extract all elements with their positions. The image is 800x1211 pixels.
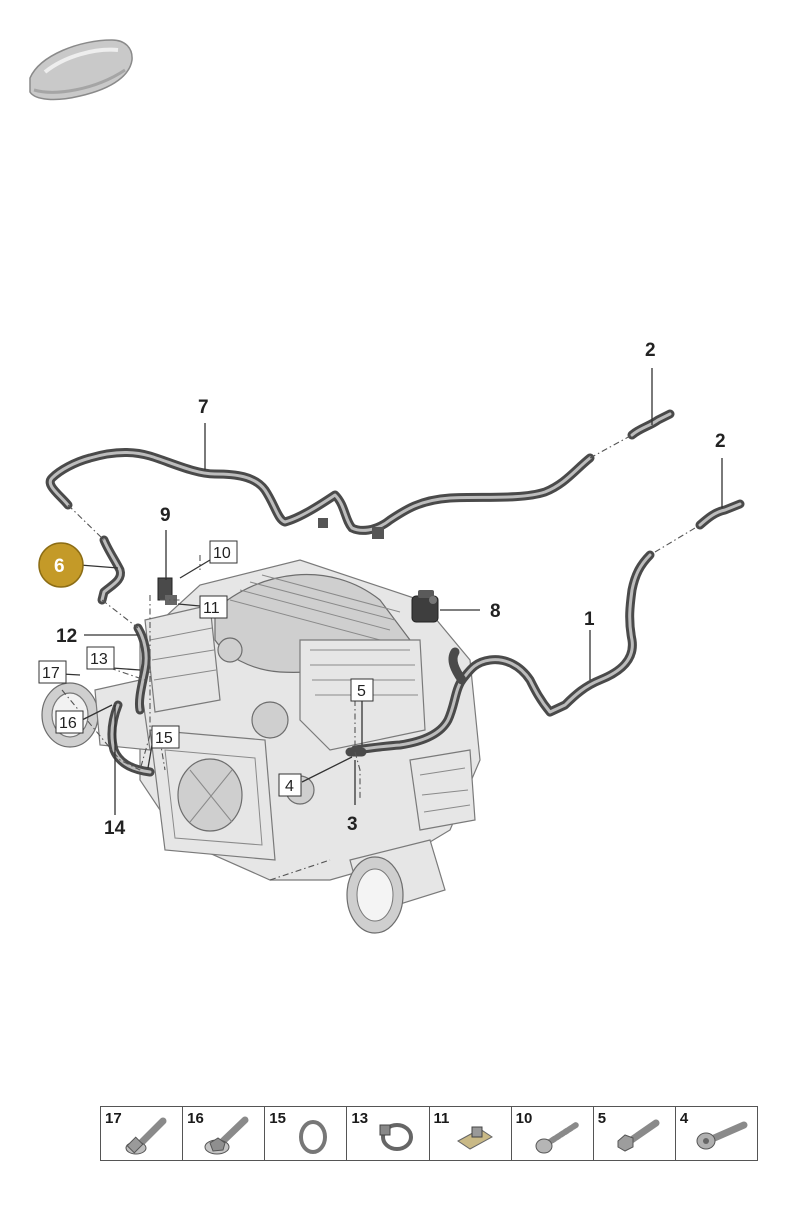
- fastener-legend-table: 17 16 15 13 11 10: [100, 1106, 758, 1161]
- svg-text:4: 4: [285, 778, 294, 795]
- svg-text:11: 11: [203, 600, 220, 617]
- svg-text:7: 7: [198, 397, 209, 418]
- svg-text:1: 1: [584, 609, 595, 630]
- callout-12: 12: [56, 626, 77, 647]
- coolant-hose-7: [45, 447, 595, 539]
- callout-15: 15: [151, 725, 180, 749]
- temperature-sensor: [157, 577, 177, 605]
- legend-number: 5: [597, 1110, 607, 1127]
- callout-11: 11: [199, 595, 228, 619]
- callout-6-highlighted[interactable]: 6: [38, 542, 84, 588]
- legend-number: 4: [679, 1110, 689, 1127]
- hex-bolt-icon: [617, 1119, 660, 1152]
- legend-number: 16: [187, 1110, 204, 1127]
- self-tapping-screw-icon: [535, 1122, 579, 1154]
- svg-text:9: 9: [160, 505, 171, 526]
- svg-text:14: 14: [104, 818, 126, 839]
- callout-8: 8: [490, 601, 501, 622]
- o-ring-icon: [299, 1120, 328, 1154]
- coolant-hose-12: [133, 623, 151, 715]
- leader-lines: [61, 368, 723, 815]
- legend-number: 15: [269, 1110, 286, 1127]
- svg-text:13: 13: [90, 651, 108, 668]
- vehicle-thumbnail-icon: [29, 39, 133, 101]
- callout-2-lower: 2: [715, 431, 726, 452]
- svg-text:3: 3: [347, 814, 358, 835]
- callout-5: 5: [350, 678, 374, 702]
- callout-14: 14: [104, 818, 126, 839]
- svg-text:16: 16: [59, 715, 77, 732]
- collar-bolt-icon: [125, 1117, 167, 1155]
- callout-7: 7: [198, 397, 209, 418]
- callout-9: 9: [160, 505, 171, 526]
- legend-number: 10: [515, 1110, 533, 1127]
- coolant-hose-14: [107, 700, 155, 777]
- legend-item-5[interactable]: 5: [594, 1107, 676, 1160]
- svg-text:2: 2: [645, 340, 656, 361]
- coolant-hose-2-lower: [695, 499, 745, 530]
- hose-clamp-icon: [379, 1123, 414, 1151]
- legend-item-11[interactable]: 11: [430, 1107, 512, 1160]
- svg-text:6: 6: [54, 556, 65, 577]
- svg-text:12: 12: [56, 626, 77, 647]
- engine-assembly: [41, 559, 481, 934]
- clip-nut-icon: [456, 1126, 493, 1150]
- callout-16: 16: [55, 710, 84, 734]
- callout-3: 3: [347, 814, 358, 835]
- callout-13: 13: [86, 646, 115, 670]
- svg-text:2: 2: [715, 431, 726, 452]
- legend-number: 17: [105, 1110, 122, 1127]
- svg-text:5: 5: [357, 683, 366, 700]
- svg-text:17: 17: [42, 665, 60, 682]
- callout-2-upper: 2: [645, 340, 656, 361]
- callout-4: 4: [278, 773, 302, 797]
- legend-item-16[interactable]: 16: [183, 1107, 266, 1160]
- parts-diagram: 1 2 2 3 7 8 9 12 14 6 4 5 10 11 13 15 16…: [29, 39, 745, 934]
- coolant-hose-6[interactable]: [97, 535, 125, 605]
- legend-item-10[interactable]: 10: [512, 1107, 594, 1160]
- legend-item-4[interactable]: 4: [676, 1107, 757, 1160]
- coolant-hose-1: [350, 550, 655, 755]
- coolant-hose-2-upper: [627, 409, 675, 440]
- legend-item-17[interactable]: 17: [101, 1107, 184, 1160]
- svg-text:10: 10: [213, 545, 231, 562]
- legend-number: 11: [433, 1110, 450, 1127]
- torx-bolt-icon: [696, 1121, 748, 1150]
- flange-bolt-icon: [204, 1116, 249, 1155]
- legend-number: 13: [351, 1110, 369, 1127]
- callout-1: 1: [584, 609, 595, 630]
- svg-text:8: 8: [490, 601, 501, 622]
- svg-text:15: 15: [155, 730, 173, 747]
- callout-10: 10: [209, 540, 238, 564]
- legend-item-13[interactable]: 13: [347, 1107, 430, 1160]
- callout-17: 17: [38, 660, 67, 684]
- legend-item-15[interactable]: 15: [265, 1107, 348, 1160]
- auxiliary-water-pump: [411, 590, 439, 623]
